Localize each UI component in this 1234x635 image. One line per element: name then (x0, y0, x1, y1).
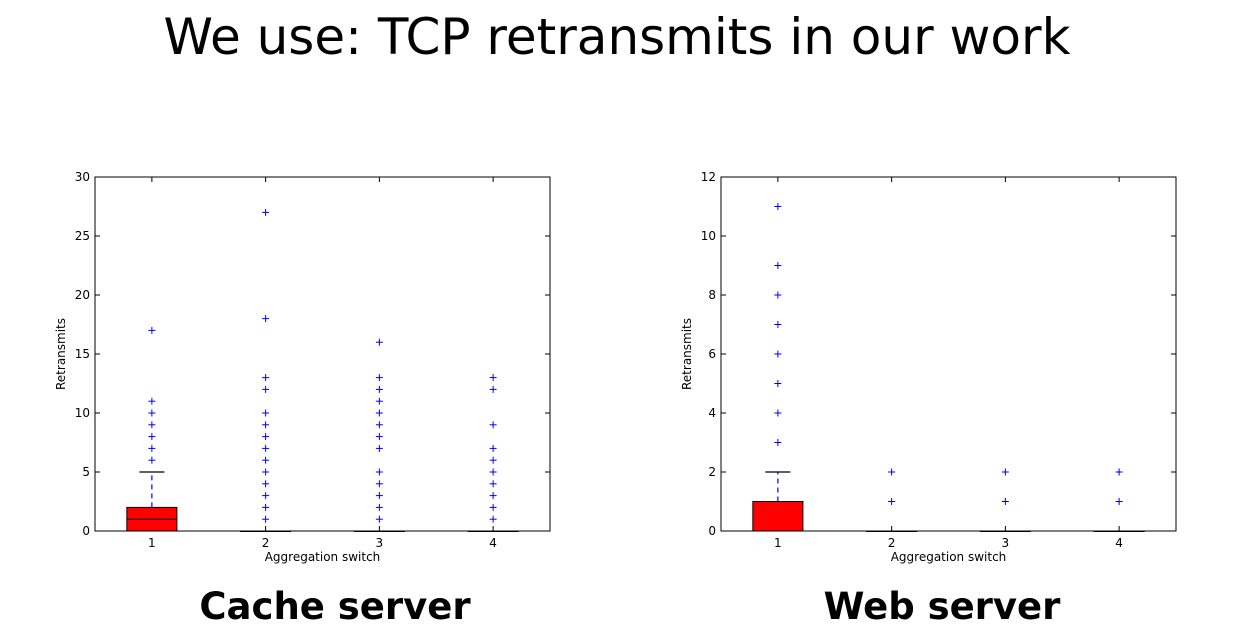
y-tick-label: 15 (75, 347, 90, 361)
outlier-point (375, 421, 383, 429)
outlier-point (262, 421, 270, 429)
outlier-point (262, 208, 270, 216)
outlier-point (148, 409, 156, 417)
y-tick-label: 10 (701, 229, 716, 243)
outlier-point (375, 503, 383, 511)
y-tick-label: 0 (82, 524, 90, 538)
outlier-point (375, 515, 383, 523)
outlier-point (774, 203, 782, 210)
y-tick-label: 25 (75, 229, 90, 243)
outlier-point (489, 480, 497, 488)
outlier-point (489, 456, 497, 464)
outlier-point (774, 350, 782, 358)
x-tick-label: 2 (888, 536, 896, 550)
outlier-point (262, 409, 270, 417)
outlier-point (1115, 468, 1123, 476)
x-tick-label: 1 (148, 536, 156, 550)
x-tick-label: 3 (1002, 536, 1010, 550)
y-axis-label: Retransmits (680, 318, 694, 390)
outlier-point (1001, 468, 1009, 476)
outlier-point (262, 374, 270, 382)
outlier-point (375, 338, 383, 346)
y-tick-label: 12 (701, 170, 716, 184)
outlier-point (489, 468, 497, 476)
outlier-point (489, 385, 497, 393)
cache-server-caption: Cache server (199, 585, 471, 628)
y-tick-label: 6 (708, 347, 716, 361)
outlier-point (1001, 498, 1009, 505)
outlier-point (375, 409, 383, 417)
outlier-point (262, 492, 270, 500)
outlier-point (774, 380, 782, 387)
outlier-point (375, 397, 383, 405)
outlier-point (262, 468, 270, 476)
outlier-point (774, 291, 782, 299)
y-axis-label: Retransmits (54, 318, 68, 390)
plot-frame (94, 176, 551, 532)
outlier-point (262, 433, 270, 441)
outlier-point (888, 468, 896, 476)
x-axis-label: Aggregation switch (265, 550, 381, 564)
outlier-point (148, 421, 156, 429)
outlier-point (148, 326, 156, 334)
outlier-point (489, 503, 497, 511)
slide-title: We use: TCP retransmits in our work (163, 8, 1071, 66)
outlier-point (262, 515, 270, 523)
outlier-point (489, 492, 497, 500)
outlier-point (774, 439, 782, 446)
outlier-point (774, 262, 782, 269)
y-tick-label: 4 (708, 406, 716, 420)
x-tick-label: 4 (1115, 536, 1123, 550)
outlier-point (375, 468, 383, 476)
x-tick-label: 2 (262, 536, 270, 550)
y-tick-label: 2 (708, 465, 716, 479)
y-tick-label: 10 (75, 406, 90, 420)
y-tick-label: 0 (708, 524, 716, 538)
outlier-point (375, 444, 383, 452)
outlier-point (774, 321, 782, 328)
outlier-point (375, 492, 383, 500)
outlier-point (262, 456, 270, 464)
outlier-point (148, 444, 156, 452)
y-tick-label: 8 (708, 288, 716, 302)
y-tick-label: 30 (75, 170, 90, 184)
box (752, 501, 804, 532)
outlier-point (489, 421, 497, 429)
x-tick-label: 4 (489, 536, 497, 550)
outlier-point (148, 397, 156, 405)
x-tick-label: 1 (774, 536, 782, 550)
outlier-point (148, 433, 156, 441)
outlier-point (375, 374, 383, 382)
plot-frame (720, 176, 1177, 532)
web-server-caption: Web server (823, 585, 1061, 628)
outlier-point (774, 409, 782, 417)
outlier-point (375, 480, 383, 488)
x-tick-label: 3 (376, 536, 384, 550)
outlier-point (262, 444, 270, 452)
outlier-point (375, 385, 383, 393)
outlier-point (489, 374, 497, 382)
outlier-point (262, 385, 270, 393)
outlier-point (489, 515, 497, 523)
y-tick-label: 5 (82, 465, 90, 479)
y-tick-label: 20 (75, 288, 90, 302)
outlier-point (262, 480, 270, 488)
outlier-point (1115, 498, 1123, 505)
x-axis-label: Aggregation switch (891, 550, 1007, 564)
outlier-point (375, 433, 383, 441)
outlier-point (262, 315, 270, 323)
outlier-point (888, 498, 896, 505)
outlier-point (262, 503, 270, 511)
outlier-point (148, 456, 156, 464)
outlier-point (489, 444, 497, 452)
